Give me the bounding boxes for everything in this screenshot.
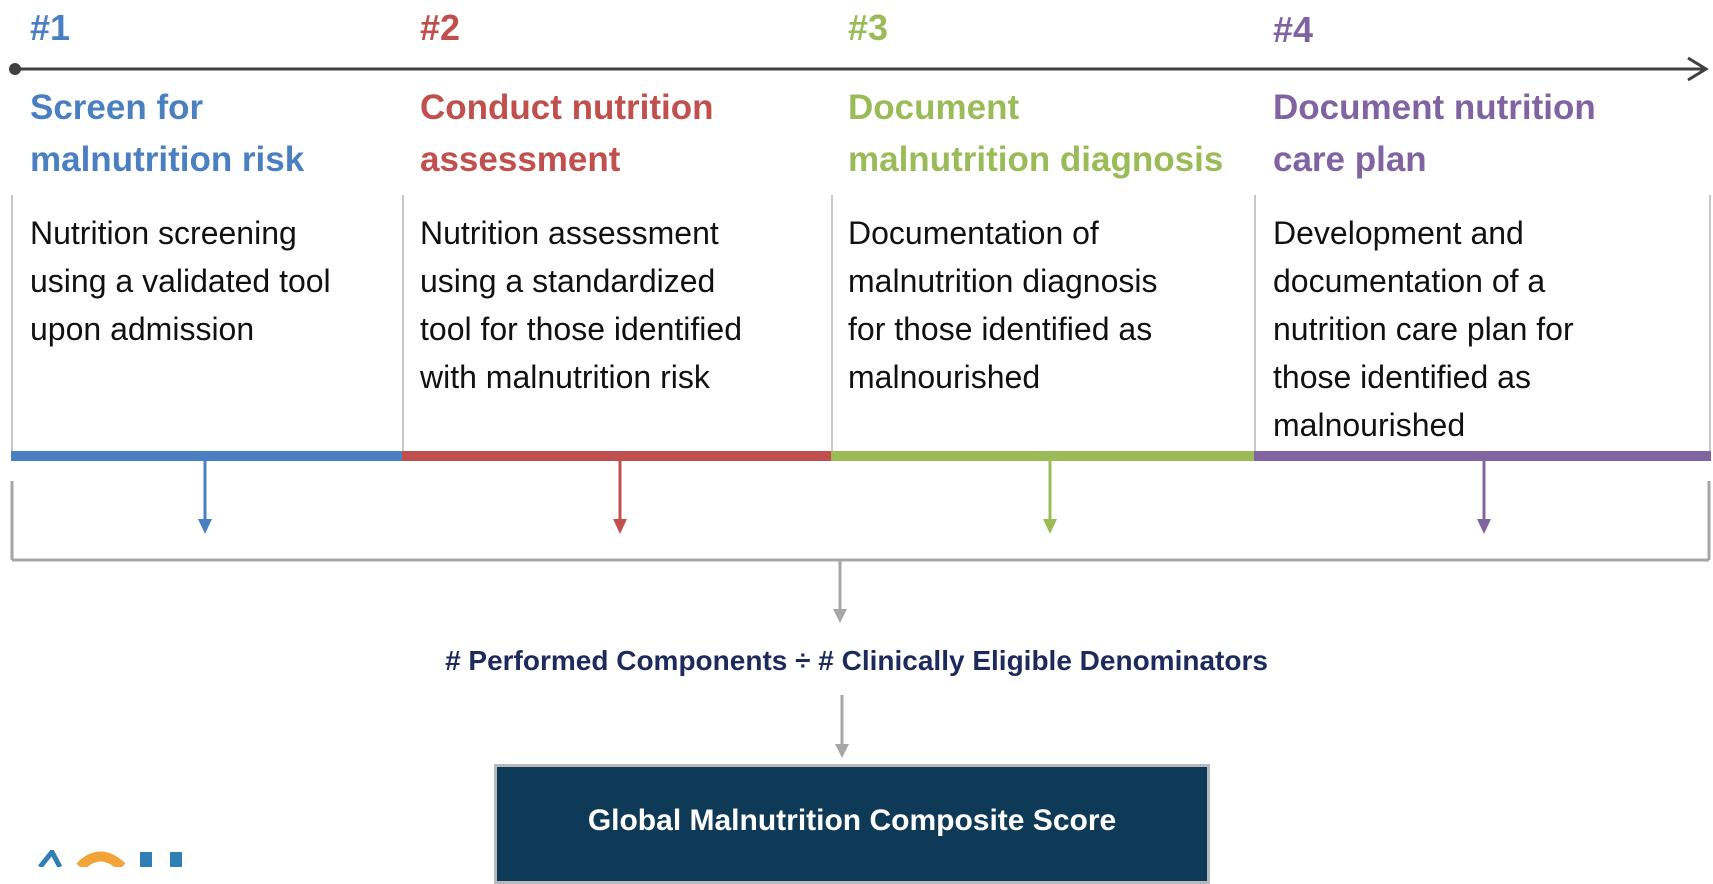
step-3-desc-line: malnutrition diagnosis — [848, 263, 1158, 299]
step-4-title-line2: care plan — [1273, 140, 1427, 179]
step-4-desc-line: those identified as — [1273, 359, 1531, 395]
step-2-title-line1: Conduct nutrition — [420, 88, 714, 127]
step-1-title-line2: malnutrition risk — [30, 140, 305, 179]
step-2-desc-line: using a standardized — [420, 263, 716, 299]
step-4-number: #4 — [1273, 9, 1314, 50]
step-1-desc-line: Nutrition screening — [30, 215, 297, 251]
column-divider-2-3 — [831, 195, 833, 451]
timeline-arrow — [9, 56, 1709, 82]
step-2-title: Conduct nutrition assessment — [420, 82, 714, 186]
composite-formula: # Performed Components ÷ # Clinically El… — [445, 645, 1268, 676]
merge-bracket — [10, 481, 1711, 562]
step-2-desc-line: Nutrition assessment — [420, 215, 719, 251]
step-3-desc-line: Documentation of — [848, 215, 1099, 251]
column-divider-right — [1709, 195, 1711, 451]
composite-score-box: Global Malnutrition Composite Score — [494, 764, 1210, 884]
column-divider-1-2 — [402, 195, 404, 451]
step-4-title: Document nutrition care plan — [1273, 82, 1596, 186]
step-1-down-arrow — [198, 461, 212, 534]
step-2-description: Nutrition assessment using a standardize… — [420, 209, 742, 401]
formula-to-score-arrow — [835, 695, 849, 758]
step-2-title-line2: assessment — [420, 140, 621, 179]
step-2-desc-line: with malnutrition risk — [420, 359, 710, 395]
step-2-down-arrow — [613, 461, 627, 534]
step-4-desc-line: malnourished — [1273, 407, 1466, 443]
step-2-color-bar — [402, 451, 831, 461]
step-4-description: Development and documentation of a nutri… — [1273, 209, 1574, 449]
step-1-desc-line: using a validated tool — [30, 263, 331, 299]
step-1-number: #1 — [30, 7, 71, 48]
step-1-description: Nutrition screening using a validated to… — [30, 209, 331, 353]
step-3-description: Documentation of malnutrition diagnosis … — [848, 209, 1158, 401]
column-divider-3-4 — [1254, 195, 1256, 451]
step-3-title: Document malnutrition diagnosis — [848, 82, 1223, 186]
connector-arrows — [10, 461, 1711, 758]
step-3-desc-line: malnourished — [848, 359, 1041, 395]
step-3-color-bar — [831, 451, 1254, 461]
step-4-desc-line: documentation of a — [1273, 263, 1546, 299]
step-1-desc-line: upon admission — [30, 311, 255, 347]
composite-score-label: Global Malnutrition Composite Score — [587, 804, 1117, 837]
step-2-desc-line: tool for those identified — [420, 311, 742, 347]
step-1-title: Screen for malnutrition risk — [30, 82, 304, 186]
step-4-desc-line: Development and — [1273, 215, 1524, 251]
step-4-desc-line: nutrition care plan for — [1273, 311, 1574, 347]
step-4-down-arrow — [1477, 461, 1491, 534]
bracket-to-formula-arrow — [833, 560, 847, 623]
step-3-title-line1: Document — [848, 88, 1020, 127]
step-1-title-line1: Screen for — [30, 88, 204, 127]
step-3-number: #3 — [848, 7, 889, 48]
step-3-down-arrow — [1043, 461, 1057, 534]
step-3-title-line2: malnutrition diagnosis — [848, 140, 1224, 179]
step-3-desc-line: for those identified as — [848, 311, 1153, 347]
step-1-color-bar — [11, 451, 402, 461]
step-4-title-line1: Document nutrition — [1273, 88, 1596, 127]
step-2-number: #2 — [420, 7, 461, 48]
logo-icon — [38, 850, 182, 867]
step-4-color-bar — [1254, 451, 1711, 461]
column-divider-left — [11, 195, 13, 451]
